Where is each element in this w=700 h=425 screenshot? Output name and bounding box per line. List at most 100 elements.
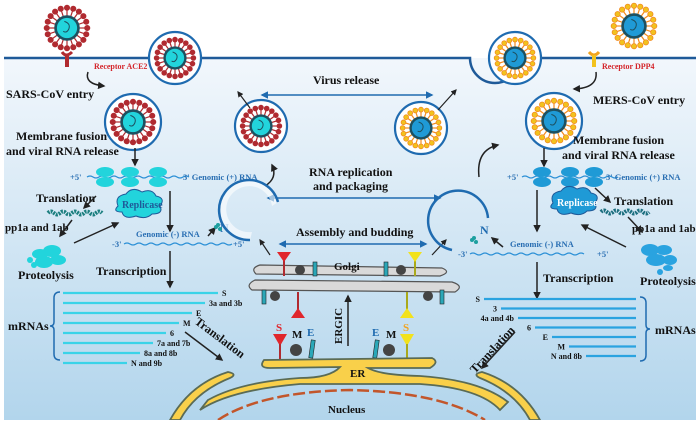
golgi-s-protein-yellow	[408, 252, 422, 276]
sars-n-protein	[214, 223, 222, 231]
mers-entry-label: MERS-CoV entry	[593, 93, 685, 107]
nucleus-label: Nucleus	[328, 404, 366, 416]
mers-budding-virion	[426, 189, 490, 252]
sars-mrna-brace	[49, 291, 61, 361]
mers-transcription-label: Transcription	[543, 271, 614, 285]
mers-translation-label: Translation	[614, 194, 673, 208]
svg-text:Replicase: Replicase	[122, 200, 163, 211]
mrna-label: 6	[527, 324, 531, 333]
sars-budding-virion	[217, 178, 280, 242]
svg-text:+5': +5'	[597, 249, 608, 259]
er-s-label-left: S	[276, 322, 282, 334]
golgi-e-protein	[312, 261, 318, 277]
mrna-label: N and 8b	[551, 352, 583, 361]
virion-layer	[43, 2, 658, 156]
sars-polyprotein	[46, 209, 104, 217]
er-m-protein	[290, 344, 302, 356]
svg-text:3' Genomic (+) RNA: 3' Genomic (+) RNA	[606, 172, 681, 182]
svg-text:3' Genomic (+) RNA: 3' Genomic (+) RNA	[183, 172, 258, 182]
svg-text:Genomic (-) RNA: Genomic (-) RNA	[510, 239, 575, 249]
mers-polyprotein	[599, 208, 651, 216]
nuclear-envelope	[217, 388, 486, 422]
assembly-budding-label: Assembly and budding	[296, 225, 413, 239]
svg-text:-3': -3'	[112, 239, 121, 249]
mrna-label: N and 9b	[131, 359, 163, 368]
sars-fusion-label-1: Membrane fusion	[16, 129, 107, 143]
sars-proteolysis-label: Proteolysis	[18, 268, 74, 282]
mrna-item: M	[557, 343, 636, 352]
mrna-item: N and 9b	[63, 359, 163, 368]
mrna-label: M	[183, 319, 191, 328]
virus-release-label: Virus release	[313, 73, 380, 87]
er-s-label-right: S	[403, 322, 409, 334]
er-m-label-right: M	[386, 329, 397, 341]
mrna-label: E	[543, 333, 548, 342]
sars-virion-extracellular	[43, 4, 91, 52]
mrna-item: 6	[63, 329, 174, 338]
endoplasmic-reticulum	[168, 357, 542, 421]
er-m-label-left: M	[292, 329, 303, 341]
svg-text:Replicase: Replicase	[557, 198, 598, 209]
er-e-label-left: E	[307, 327, 314, 339]
sars-translation-label: Translation	[36, 191, 95, 205]
mrna-item: S	[476, 295, 636, 304]
golgi-s-protein-yellow-2	[400, 292, 414, 318]
mers-replicase: Replicase	[550, 185, 598, 216]
sars-pp-label: pp1a and 1ab	[5, 222, 69, 234]
mrna-item: E	[543, 333, 636, 342]
sars-fusion-label-2: and viral RNA release	[6, 144, 119, 158]
mrna-label: M	[557, 343, 565, 352]
golgi-label: Golgi	[334, 261, 360, 273]
sars-entry-arrow	[86, 71, 106, 90]
svg-text:+5': +5'	[233, 239, 244, 249]
mers-mrna-brace	[639, 296, 651, 362]
mrna-item: 3a and 3b	[63, 299, 243, 308]
mers-virion-released	[487, 30, 543, 86]
er-e-protein	[308, 339, 316, 359]
mers-virion-endosome	[524, 91, 584, 151]
mers-proteolysis-label: Proteolysis	[640, 274, 696, 288]
svg-text:Genomic (-) RNA: Genomic (-) RNA	[136, 229, 201, 239]
golgi-e-protein	[261, 289, 267, 305]
mrna-label: 6	[170, 329, 174, 338]
mers-ribosomes	[533, 167, 603, 187]
mrna-item: 4a and 4b	[481, 314, 636, 323]
rna-replication-label-2: and packaging	[313, 179, 388, 193]
mrna-item: E	[63, 309, 201, 318]
mers-fusion-label-1: Membrane fusion	[573, 133, 664, 147]
sars-virion-mature	[233, 98, 289, 154]
golgi-e-protein	[439, 289, 445, 305]
sars-genomic-minus-rna: Genomic (-) RNA -3' +5'	[112, 229, 244, 249]
sars-proteolysis-blobs	[27, 245, 66, 268]
sars-virion-released	[147, 30, 203, 86]
mrna-label: E	[196, 309, 201, 318]
mrna-label: 8a and 8b	[144, 349, 178, 358]
mrna-item: 8a and 8b	[63, 349, 178, 358]
mrna-item: M	[63, 319, 191, 328]
svg-text:-3': -3'	[458, 249, 467, 259]
mrna-item: 6	[527, 324, 636, 333]
mrna-label: 4a and 4b	[481, 314, 515, 323]
sars-mrnas-label: mRNAs	[8, 319, 49, 333]
receptor-dpp4	[587, 50, 601, 67]
mers-virion-extracellular	[610, 2, 658, 50]
golgi-s-protein-red	[277, 252, 291, 276]
sars-virion-endosome	[103, 92, 163, 152]
mrna-label: S	[222, 289, 227, 298]
sars-transcription-label: Transcription	[96, 264, 167, 278]
mrna-label: 3	[493, 305, 497, 314]
mrna-label: S	[476, 295, 481, 304]
svg-text:+5': +5'	[70, 172, 81, 182]
ergic-label: ERGIC	[333, 308, 345, 344]
mrna-item: 7a and 7b	[63, 339, 191, 348]
mers-proteolysis-blobs	[641, 244, 677, 275]
er-m-protein	[383, 344, 395, 356]
golgi-m-protein	[270, 291, 280, 301]
golgi-s-protein-red-2	[291, 292, 305, 318]
golgi-m-protein	[423, 291, 433, 301]
golgi-e-protein	[383, 261, 389, 277]
mrna-label: 3a and 3b	[209, 299, 243, 308]
